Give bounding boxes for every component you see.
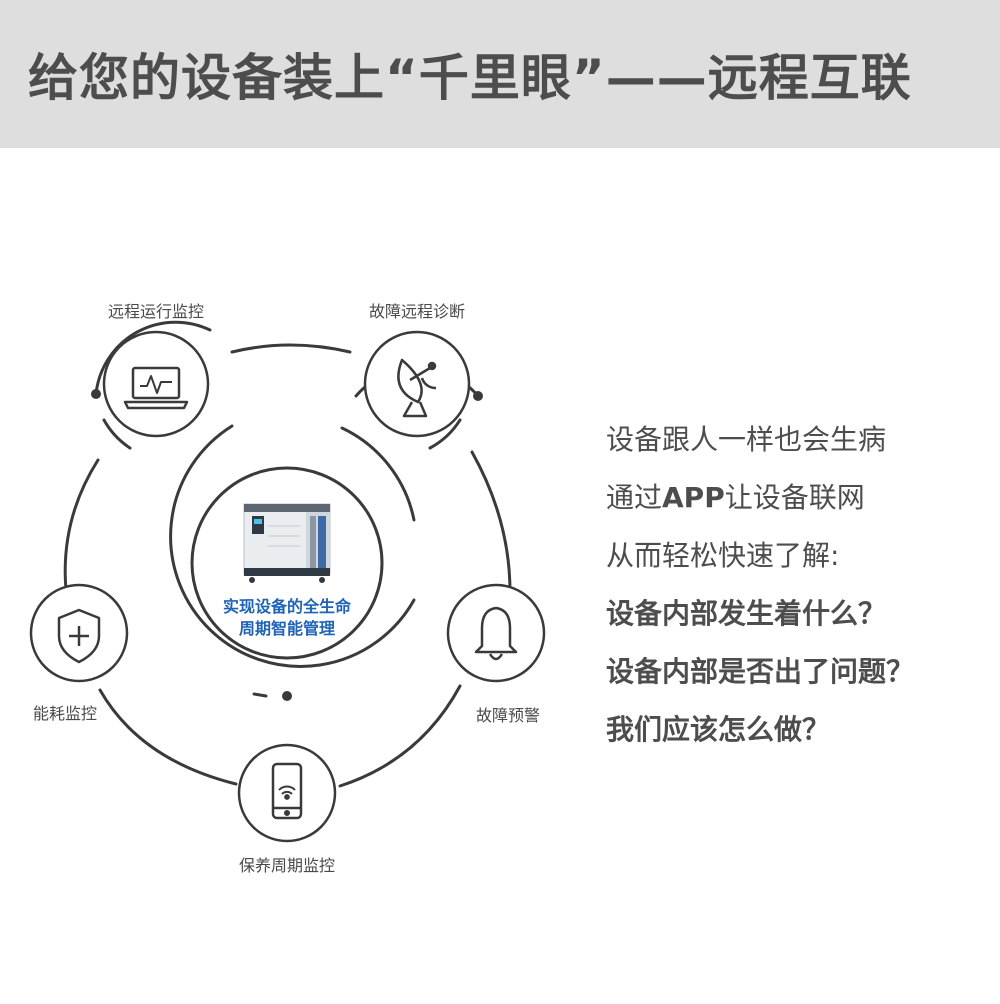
node-circle-alarm bbox=[446, 583, 546, 683]
phone-wifi-icon bbox=[271, 762, 303, 820]
node-circle-maintenance bbox=[237, 743, 337, 843]
outer-ring-arc-left bbox=[63, 458, 100, 592]
center-caption-line1: 实现设备的全生命 bbox=[222, 597, 352, 616]
dot-inner bbox=[282, 691, 292, 701]
outer-ring-arc-top bbox=[230, 343, 352, 354]
node-accent-arc-1 bbox=[94, 320, 212, 396]
node-label-alarm: 故障预警 bbox=[475, 706, 541, 725]
dot-node1 bbox=[91, 389, 101, 399]
node-circle-remote-monitor bbox=[102, 330, 210, 438]
inner-ring-arc-main bbox=[169, 424, 416, 668]
node-label-remote-diagnosis: 故障远程诊断 bbox=[368, 302, 466, 321]
laptop-monitor-icon bbox=[123, 366, 189, 410]
page-title: 给您的设备装上“千里眼”——远程互联 bbox=[28, 49, 912, 107]
center-caption-line2: 周期智能管理 bbox=[238, 619, 336, 638]
text-line-2-app: APP bbox=[662, 481, 725, 514]
text-line-2: 通过APP让设备联网 bbox=[606, 478, 996, 536]
shield-plus-icon bbox=[57, 608, 101, 664]
node-label-maintenance: 保养周期监控 bbox=[238, 856, 336, 875]
bell-icon bbox=[474, 606, 518, 661]
node-label-remote-monitor: 远程运行监控 bbox=[107, 302, 205, 321]
description-text-block: 设备跟人一样也会生病 通过APP让设备联网 从而轻松快速了解: 设备内部发生着什… bbox=[606, 420, 996, 768]
text-line-4: 设备内部发生着什么？ bbox=[606, 597, 887, 630]
header-banner: 给您的设备装上“千里眼”——远程互联 bbox=[0, 0, 1000, 148]
text-line-2-suffix: 让设备联网 bbox=[724, 481, 865, 514]
dot-node2 bbox=[473, 391, 483, 401]
text-line-6: 我们应该怎么做？ bbox=[606, 713, 831, 746]
text-line-5: 设备内部是否出了问题？ bbox=[606, 655, 915, 688]
center-caption: 实现设备的全生命 周期智能管理 bbox=[223, 596, 351, 640]
text-line-2-prefix: 通过 bbox=[606, 481, 663, 514]
outer-ring-arc-bottom-left bbox=[98, 688, 238, 786]
node-label-energy: 能耗监控 bbox=[32, 704, 98, 723]
inner-ring-dash-1 bbox=[252, 692, 268, 698]
node-accent-arc-2b bbox=[428, 418, 462, 450]
outer-ring-arc-bottom-right bbox=[338, 684, 462, 788]
text-line-3: 从而轻松快速了解: bbox=[606, 539, 840, 572]
text-line-1: 设备跟人一样也会生病 bbox=[606, 423, 887, 456]
outer-ring-arc-right bbox=[470, 450, 512, 594]
node-accent-arc-1b bbox=[102, 418, 132, 450]
inner-ring-arc-right bbox=[340, 426, 416, 522]
node-circle-remote-diagnosis bbox=[363, 330, 471, 438]
satellite-dish-icon bbox=[397, 358, 437, 418]
equipment-illustration bbox=[243, 503, 331, 583]
